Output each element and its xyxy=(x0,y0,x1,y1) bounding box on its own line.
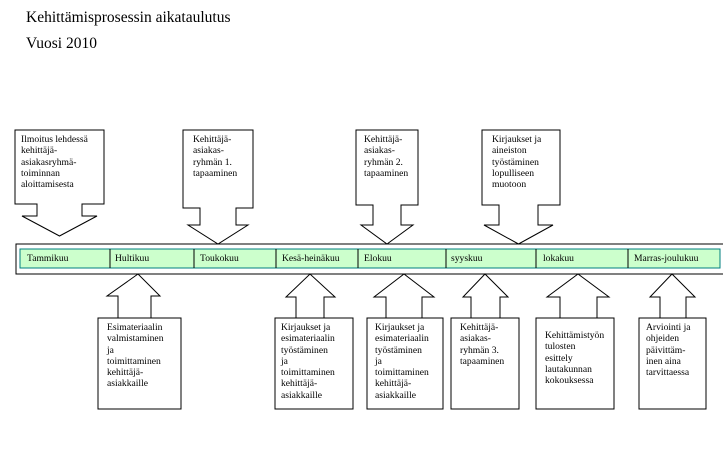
month-label-kesa-heinakuu: Kesä-heinäkuu xyxy=(282,253,340,264)
callout-bottom-4-shape xyxy=(450,273,520,410)
callout-bottom-5-text: Kehittämistyön tulosten esittely lautaku… xyxy=(545,330,605,387)
diagram-subtitle: Vuosi 2010 xyxy=(26,35,97,52)
callout-top-3-text: Kehittäjä- asiakas- ryhmän 2. tapaaminen xyxy=(364,134,409,179)
callout-top-1-text: Ilmoitus lehdessä kehittäjä- asiakasryhm… xyxy=(21,134,88,191)
callout-top-4-shape xyxy=(481,129,561,245)
callout-bottom-5-shape xyxy=(535,273,615,410)
month-label-hultikuu: Hultikuu xyxy=(115,253,150,264)
callout-top-2-text: Kehittäjä- asiakas- ryhmän 1. tapaaminen xyxy=(193,134,238,179)
callout-bottom-6-shape xyxy=(638,273,707,410)
timeline-bar-fill xyxy=(19,248,721,269)
callout-bottom-6-text: Arviointi ja ohjeiden päivittäm- inen ai… xyxy=(646,322,691,379)
callout-bottom-2-text: Kirjaukset ja esimateriaalin työstäminen… xyxy=(281,322,335,401)
callout-bottom-2-shape xyxy=(274,273,354,410)
callout-bottom-1-text: Esimateriaalin valmistaminen ja toimitta… xyxy=(107,322,164,390)
diagram-title: Kehittämisprosessin aikataulutus xyxy=(26,9,231,26)
timeline-dividers xyxy=(109,249,629,268)
callout-bottom-1-shape xyxy=(97,273,182,410)
callout-top-3-shape xyxy=(355,129,419,245)
month-label-elokuu: Elokuu xyxy=(364,253,392,264)
month-label-marras-joulukuu: Marras-joulukuu xyxy=(634,253,699,264)
callout-bottom-3-shape xyxy=(366,273,444,410)
callout-bottom-3-text: Kirjaukset ja esimateriaalin työstäminen… xyxy=(375,322,429,401)
month-label-toukokuu: Toukokuu xyxy=(200,253,239,264)
callout-bottom-4-text: Kehittäjä- asiakas- ryhmän 3. tapaaminen xyxy=(460,322,505,367)
callout-top-1-shape xyxy=(14,129,105,237)
month-label-lokakuu: lokakuu xyxy=(543,253,574,264)
month-label-syyskuu: syyskuu xyxy=(451,253,483,264)
callout-top-4-text: Kirjaukset ja aineiston työstäminen lopu… xyxy=(492,134,542,191)
month-label-tammikuu: Tammikuu xyxy=(27,253,69,264)
callout-top-2-shape xyxy=(182,129,254,245)
